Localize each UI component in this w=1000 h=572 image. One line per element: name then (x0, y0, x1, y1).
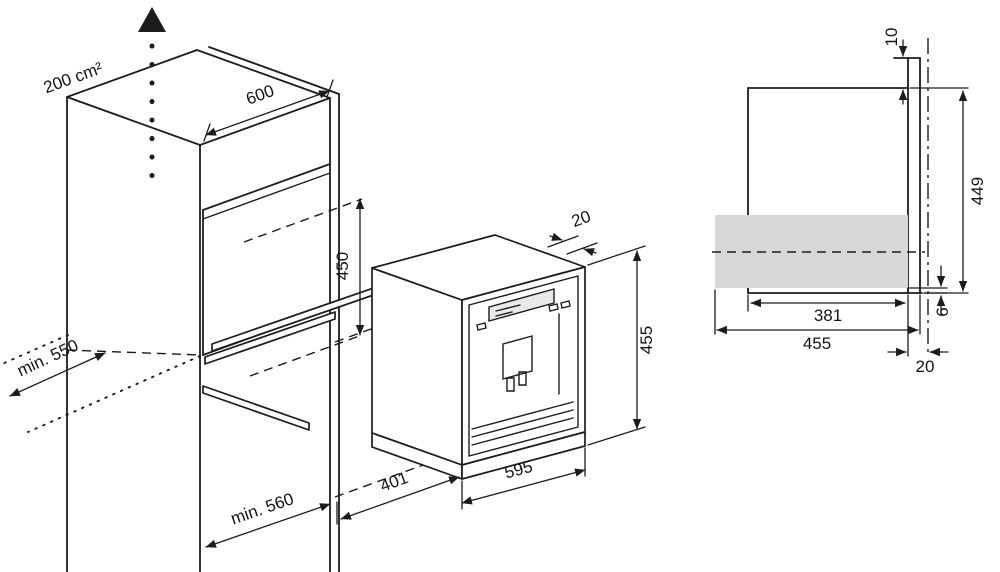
dimension-min-550: min. 550 (9, 336, 106, 397)
machine-button (548, 303, 559, 312)
dim-min-worktop-depth-label: min. 550 (14, 336, 81, 381)
dimension-600: 600 (203, 79, 334, 142)
dim-min-niche-depth-label: min. 560 (228, 489, 296, 528)
dimension-449: 449 (909, 87, 987, 294)
dim-top-gap-label: 10 (882, 28, 901, 47)
dimension-381: 381 (747, 294, 909, 325)
machine-front-frame (468, 275, 579, 457)
dimension-6: 6 (907, 265, 952, 317)
dim-cabinet-width-label: 600 (244, 81, 277, 109)
dim-total-depth-label: 455 (803, 334, 831, 353)
dim-niche-height-label: 450 (333, 252, 352, 280)
dimension-20-front: 20 (547, 207, 598, 257)
support-rails (202, 282, 389, 431)
dimension-450: 450 (333, 198, 365, 336)
section-outline (747, 38, 929, 356)
ventilation-arrow-icon (138, 7, 166, 32)
machine-spout (506, 377, 515, 392)
dim-appliance-body-depth-label: 401 (378, 468, 411, 496)
dim-front-overhang-label: 20 (916, 357, 935, 376)
dimension-20-overhang: 20 (887, 310, 949, 376)
dimension-455-total: 455 (714, 289, 921, 353)
dim-bottom-gap-label: 6 (933, 307, 952, 316)
coffee-machine (371, 234, 586, 480)
dim-body-depth-label: 381 (814, 306, 842, 325)
dimension-401: 401 (336, 468, 460, 525)
dim-inner-height-label: 449 (968, 177, 987, 205)
machine-button (476, 322, 487, 331)
dimension-10: 10 (882, 28, 908, 105)
dimension-min-560: min. 560 (205, 489, 331, 548)
machine-spout (518, 371, 527, 386)
ventilation-indicator: 200 cm² (41, 7, 166, 179)
machine-button (560, 300, 571, 309)
ventilation-area-label: 200 cm² (41, 58, 106, 97)
dim-appliance-height-label: 455 (637, 326, 656, 354)
section-appliance-block (712, 215, 925, 288)
machine-spout-unit (502, 335, 533, 380)
dim-front-gap-label: 20 (569, 207, 593, 231)
dimension-455-appliance: 455 (587, 245, 656, 446)
